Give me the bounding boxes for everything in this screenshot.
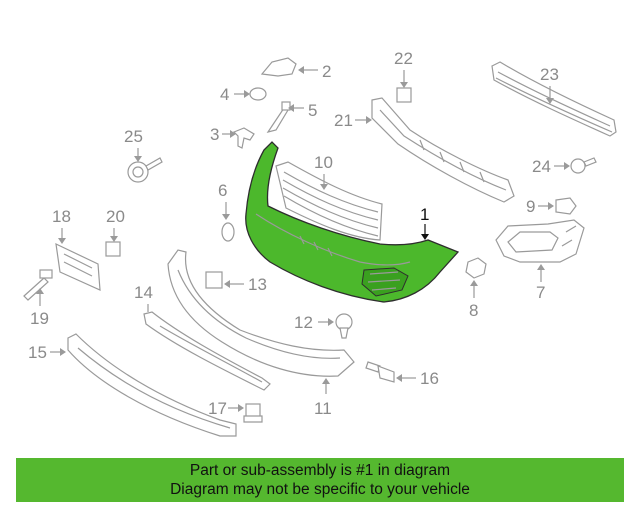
callout-24: 24 xyxy=(532,157,551,176)
callout-6: 6 xyxy=(218,181,227,200)
callout-5: 5 xyxy=(308,101,317,120)
callout-10: 10 xyxy=(314,153,333,172)
part-3-clip xyxy=(232,127,255,149)
part-16-bolt xyxy=(365,361,395,383)
part-1-bumper-cover xyxy=(245,141,460,303)
part-18-license-bracket xyxy=(55,242,101,291)
part-14-lower-deflector xyxy=(143,311,271,391)
parts-diagram: 23 22 21 2 4 5 3 25 xyxy=(23,49,617,437)
part-9-nut xyxy=(555,197,577,215)
part-12-push-pin xyxy=(335,313,353,339)
callout-25: 25 xyxy=(124,127,143,146)
part-6-seal xyxy=(221,222,235,242)
callout-3: 3 xyxy=(210,125,219,144)
callout-9: 9 xyxy=(526,197,535,216)
callout-20: 20 xyxy=(106,207,125,226)
part-22-clip xyxy=(396,87,412,103)
callout-22: 22 xyxy=(394,49,413,68)
part-13-clip xyxy=(205,271,223,289)
callout-1: 1 xyxy=(420,205,429,224)
part-20-clip xyxy=(105,241,121,257)
banner-line-1: Part or sub-assembly is #1 in diagram xyxy=(189,462,451,479)
part-4-push-pin xyxy=(249,87,267,101)
banner-line-2: Diagram may not be specific to your vehi… xyxy=(170,481,470,498)
callout-4: 4 xyxy=(220,85,229,104)
part-21-energy-absorber xyxy=(371,97,515,203)
callout-19: 19 xyxy=(30,309,49,328)
callout-16: 16 xyxy=(420,369,439,388)
part-11-skid-plate xyxy=(167,249,355,377)
callout-21: 21 xyxy=(334,111,353,130)
part-17-clip xyxy=(243,403,263,423)
part-24-bolt xyxy=(570,157,597,174)
callout-11: 11 xyxy=(314,399,332,418)
part-19-screw xyxy=(23,269,53,301)
callout-2: 2 xyxy=(322,62,331,81)
part-23-bumper-reinforcement xyxy=(491,61,617,137)
part-2-bracket xyxy=(260,57,297,77)
part-8-nut xyxy=(465,257,487,279)
callout-13: 13 xyxy=(248,275,267,294)
callout-18: 18 xyxy=(52,207,71,226)
part-10-grille xyxy=(275,161,383,241)
part-25-push-clip xyxy=(127,157,163,183)
part-15-lower-valance xyxy=(67,333,237,437)
callout-12: 12 xyxy=(294,313,313,332)
callout-23: 23 xyxy=(540,65,559,84)
callout-17: 17 xyxy=(208,399,227,418)
info-banner: Part or sub-assembly is #1 in diagram Di… xyxy=(16,458,624,502)
part-7-lamp-bezel xyxy=(495,219,585,263)
part-5-screw xyxy=(266,101,291,133)
callout-7: 7 xyxy=(536,283,545,302)
callout-14: 14 xyxy=(134,283,153,302)
callout-15: 15 xyxy=(28,343,47,362)
callout-8: 8 xyxy=(469,301,478,320)
